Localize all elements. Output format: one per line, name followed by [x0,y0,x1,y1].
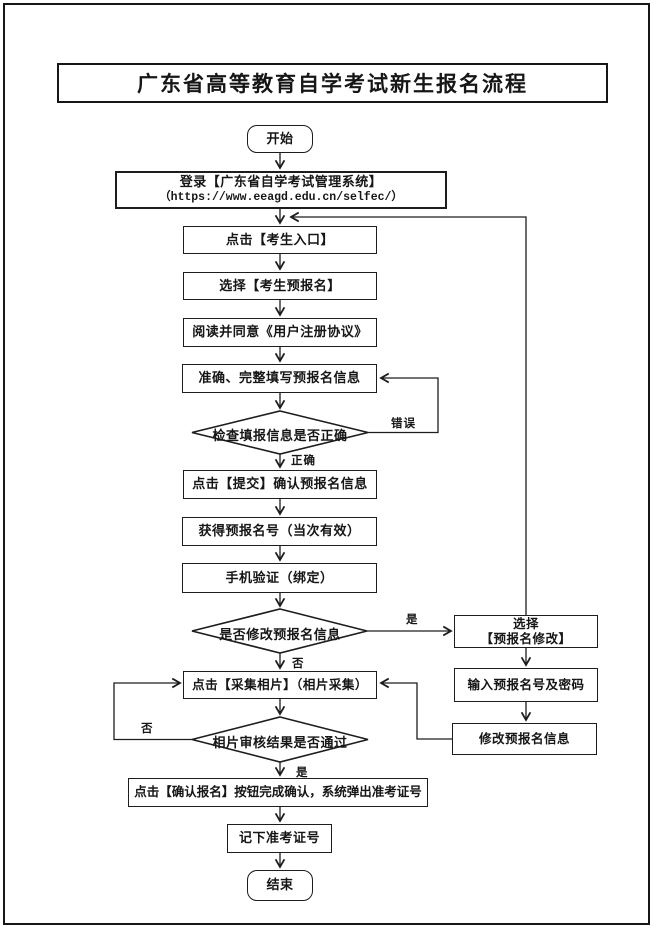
page-title: 广东省高等教育自学考试新生报名流程 [57,63,608,103]
submit-confirm-step: 点击【提交】确认预报名信息 [183,470,377,499]
check-info-diamond [191,410,369,455]
agreement-label: 阅读并同意《用户注册协议》 [192,324,368,340]
modify-question-label: 是否修改预报名信息 [219,627,341,642]
collect-photo-label: 点击【采集相片】（相片采集） [192,677,368,692]
phone-verify-label: 手机验证（绑定） [225,569,334,585]
enter-password-step: 输入预报名号及密码 [454,668,598,702]
note-number-step: 记下准考证号 [227,824,332,853]
end-label: 结束 [266,877,294,893]
end-node: 结束 [247,870,313,901]
edge-modifyinfo-photo [379,677,452,740]
confirm-register-step: 点击【确认报名】按钮完成确认，系统弹出准考证号 [128,778,428,807]
phone-verify-step: 手机验证（绑定） [182,563,377,593]
start-node: 开始 [247,125,313,153]
get-number-label: 获得预报名号（当次有效） [198,523,361,539]
edge-label-no-pass: 否 [141,723,154,735]
login-label: 登录【广东省自学考试管理系统】 [179,174,383,190]
enter-password-label: 输入预报名号及密码 [467,677,585,692]
edge-label-pass: 是 [296,767,309,779]
start-label: 开始 [266,130,294,146]
edge-label-correct: 正确 [291,455,316,467]
modify-select-step: 选择 【预报名修改】 [454,615,598,648]
modify-select-label-2: 【预报名修改】 [480,631,572,646]
login-url: （https://www.eeagd.edu.cn/selfec/） [159,191,403,205]
candidate-entry-label: 点击【考生入口】 [225,231,334,247]
edge-label-yes-modify: 是 [406,614,419,626]
check-info-label: 检查填报信息是否正确 [212,428,348,443]
get-number-step: 获得预报名号（当次有效） [182,517,377,546]
fill-info-step: 准确、完整填写预报名信息 [182,364,377,393]
note-number-label: 记下准考证号 [238,830,320,846]
page-border [3,3,650,925]
submit-confirm-label: 点击【提交】确认预报名信息 [192,476,368,492]
modify-info-step: 修改预报名信息 [452,723,597,755]
collect-photo-step: 点击【采集相片】（相片采集） [183,671,377,699]
modify-select-label-1: 选择 [512,617,539,632]
photo-review-label: 相片审核结果是否通过 [212,735,348,750]
photo-review-diamond [191,716,369,763]
edge-error-loop [368,372,439,434]
login-step: 登录【广东省自学考试管理系统】 （https://www.eeagd.edu.c… [115,171,447,209]
candidate-entry-step: 点击【考生入口】 [183,226,377,254]
modify-info-label: 修改预报名信息 [478,731,570,746]
edge-return-to-entry [289,211,527,615]
fill-info-label: 准确、完整填写预报名信息 [198,370,361,386]
pre-register-label: 选择【考生预报名】 [219,277,341,293]
modify-question-diamond [191,608,368,654]
agreement-step: 阅读并同意《用户注册协议》 [183,318,377,347]
edge-label-no-modify: 否 [292,658,305,670]
decision-diamonds [191,410,369,763]
edge-nopass-loop [113,677,192,741]
main-flow-arrows [113,153,532,869]
confirm-register-label: 点击【确认报名】按钮完成确认，系统弹出准考证号 [134,785,422,800]
edge-label-error: 错误 [391,418,416,430]
page-title-text: 广东省高等教育自学考试新生报名流程 [137,72,528,96]
pre-register-step: 选择【考生预报名】 [183,272,377,300]
